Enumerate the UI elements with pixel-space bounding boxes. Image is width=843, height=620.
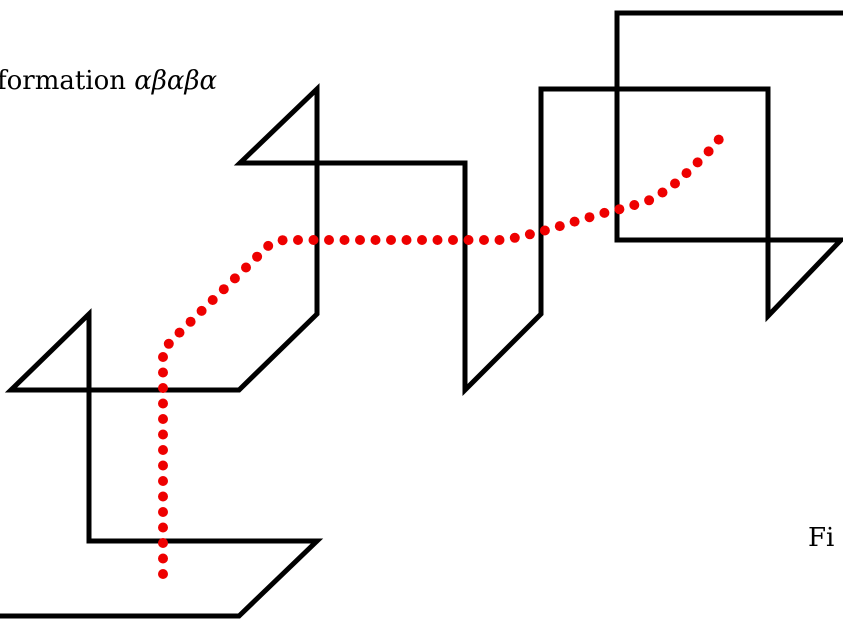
trajectory-dot <box>308 235 319 245</box>
trajectory-dot <box>370 235 381 245</box>
trajectory-dot <box>158 383 168 393</box>
trajectory-dot <box>158 414 168 424</box>
trajectory-dot <box>681 168 692 179</box>
backbone-lattice-path <box>0 10 843 619</box>
trajectory-dot <box>629 200 640 210</box>
trajectory-dot <box>158 491 168 502</box>
trajectory-dot <box>218 284 229 295</box>
trajectory-dot <box>713 134 724 145</box>
trajectory-dot <box>509 232 520 243</box>
trajectory-dot <box>432 235 443 245</box>
trajectory-dot <box>158 553 168 564</box>
trajectory-dot <box>524 229 535 240</box>
trajectory-dot <box>277 235 288 246</box>
red-dotted-trajectory <box>158 134 724 579</box>
trajectory-dot <box>163 338 174 349</box>
trajectory-dot <box>417 235 427 245</box>
trajectory-dot <box>657 187 668 198</box>
trajectory-dot <box>174 327 185 338</box>
trajectory-dot <box>158 522 168 533</box>
trajectory-dot <box>584 212 595 223</box>
trajectory-dot <box>324 235 334 245</box>
backbone-segment-left-spike <box>4 308 92 393</box>
trajectory-dot <box>263 240 274 251</box>
trajectory-dot <box>229 273 240 284</box>
trajectory-dot <box>158 429 168 440</box>
trajectory-dot <box>158 507 168 517</box>
trajectory-dot <box>569 216 580 227</box>
trajectory-dot <box>158 445 168 455</box>
trajectory-dot <box>539 225 550 236</box>
trajectory-dot <box>703 146 714 157</box>
conformation-text: formation <box>0 66 127 96</box>
trajectory-dot <box>207 295 218 305</box>
trajectory-dot <box>670 178 680 189</box>
trajectory-dot <box>599 207 610 218</box>
trajectory-dot <box>158 367 168 378</box>
trajectory-dot <box>158 460 168 471</box>
trajectory-dot <box>185 316 196 327</box>
trajectory-dot <box>158 476 168 486</box>
trajectory-dot <box>644 195 655 206</box>
trajectory-dot <box>401 235 412 245</box>
trajectory-dot <box>494 235 505 245</box>
trajectory-dot <box>339 235 350 245</box>
trajectory-dot <box>386 235 396 245</box>
trajectory-dot <box>463 235 474 245</box>
trajectory-dot <box>692 157 703 168</box>
trajectory-dot <box>196 305 207 316</box>
figure-label-fragment: Fi <box>808 523 835 553</box>
conformation-label: formation αβαβα <box>0 66 217 96</box>
backbone-segment-lower <box>0 10 843 619</box>
trajectory-dot <box>355 235 365 245</box>
conformation-sequence: αβαβα <box>134 66 218 96</box>
trajectory-dot <box>448 235 458 245</box>
trajectory-dot <box>158 538 168 548</box>
trajectory-dot <box>293 235 303 245</box>
trajectory-dot <box>158 398 168 409</box>
trajectory-dot <box>252 251 263 262</box>
trajectory-dot <box>241 262 251 273</box>
trajectory-dot <box>158 352 168 362</box>
trajectory-dot <box>614 204 625 215</box>
trajectory-dot <box>554 221 565 232</box>
trajectory-dot <box>479 235 489 245</box>
trajectory-dot <box>158 569 168 579</box>
